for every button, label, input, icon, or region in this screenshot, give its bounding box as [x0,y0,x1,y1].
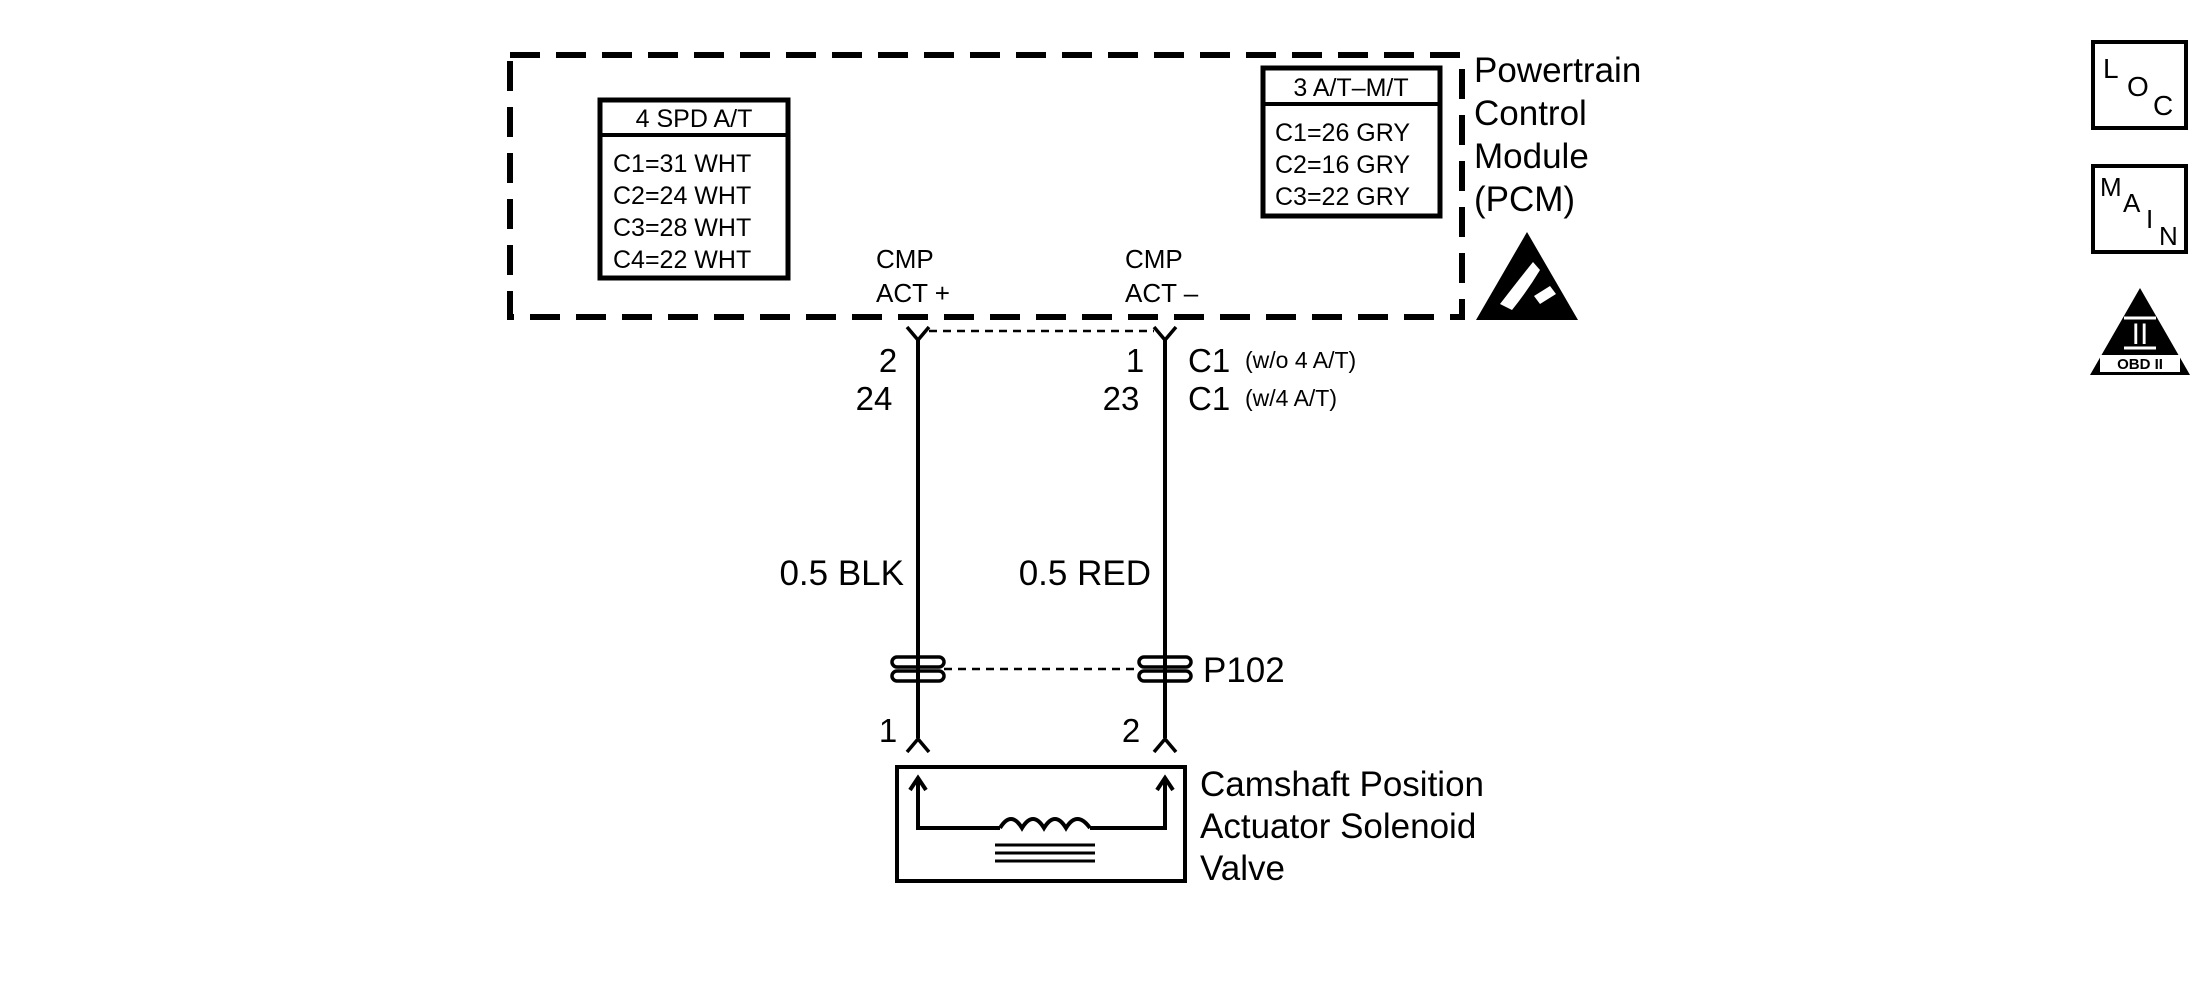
connector-table-3at-header: 3 A/T–M/T [1293,74,1408,102]
pcm-boundary [507,52,1465,320]
terminal-plus-pin [905,325,931,343]
inline-connector-p102 [890,655,1193,683]
connector-c1-label: C1 [1188,380,1230,417]
pcm-label-line-2: Control [1474,94,1587,133]
component-label-line-2: Actuator Solenoid [1200,807,1476,846]
inline-connector-body [890,669,946,683]
component-label: Camshaft Position Actuator Solenoid Valv… [1200,765,1484,888]
terminal-minus-pin-b: 23 [1103,380,1140,417]
solenoid-coil-icon [998,817,1092,832]
component-pin-1: 1 [879,712,897,749]
connector-table-4spd-row: C4=22 WHT [613,246,751,274]
connector-table-4spd: 4 SPD A/T C1=31 WHT C2=24 WHT C3=28 WHT … [597,97,791,281]
connector-table-4spd-header: 4 SPD A/T [636,105,753,133]
main-letter: A [2123,188,2141,218]
main-icon[interactable]: M A I N [2091,164,2188,254]
terminal-minus-pin-a: 1 [1126,342,1144,379]
connector-table-4spd-row: C1=31 WHT [613,150,751,178]
loc-letter: L [2103,53,2119,84]
main-letter: N [2159,221,2178,251]
esd-warning-icon [1476,232,1578,320]
connector-c1-label: C1 [1188,342,1230,379]
pcm-connector-terminals [905,325,1178,343]
terminal-plus-label-line-2: ACT + [876,278,950,308]
terminal-plus-pin-a: 2 [879,342,897,379]
terminal-plus-label-line-1: CMP [876,244,934,274]
connector-table-3at: 3 A/T–M/T C1=26 GRY C2=16 GRY C3=22 GRY [1260,65,1443,219]
main-letter: M [2100,172,2122,202]
terminal-minus-label-line-1: CMP [1125,244,1183,274]
connector-table-3at-row: C2=16 GRY [1275,151,1410,179]
connector-table-3at-row: C1=26 GRY [1275,119,1410,147]
component-label-line-3: Valve [1200,849,1285,888]
component-pin-2: 2 [1122,712,1140,749]
connector-c1-note: (w/4 A/T) [1245,385,1337,411]
inline-connector-label: P102 [1203,651,1285,690]
component-connector-terminals [905,736,1178,754]
obd-ii-icon[interactable]: II OBD II [2090,288,2190,375]
connector-table-4spd-row: C3=28 WHT [613,214,751,242]
solenoid-valve [895,765,1187,883]
connector-table-4spd-row: C2=24 WHT [613,182,751,210]
pcm-label-line-3: Module [1474,137,1589,176]
main-letter: I [2146,204,2153,234]
terminal-minus-pin [1152,325,1178,343]
pcm-label-line-4: (PCM) [1474,180,1575,219]
wire-blk-label: 0.5 BLK [779,554,904,593]
connector-table-3at-row: C3=22 GRY [1275,183,1410,211]
loc-letter: C [2153,90,2173,121]
pcm-label: Powertrain Control Module (PCM) [1474,51,1641,219]
loc-letter: O [2127,71,2149,102]
terminal-plus-pin-b: 24 [856,380,893,417]
connector-c1-note: (w/o 4 A/T) [1245,347,1356,373]
obd-label: OBD II [2117,356,2163,373]
terminal-minus-label-line-2: ACT – [1125,278,1199,308]
pcm-label-line-1: Powertrain [1474,51,1641,90]
wire-red-label: 0.5 RED [1019,554,1151,593]
component-label-line-1: Camshaft Position [1200,765,1484,804]
inline-connector-body [890,655,946,669]
inline-connector-body [1137,669,1193,683]
inline-connector-body [1137,655,1193,669]
location-icon[interactable]: L O C [2091,40,2188,130]
obd-numeral: II [2132,318,2149,351]
